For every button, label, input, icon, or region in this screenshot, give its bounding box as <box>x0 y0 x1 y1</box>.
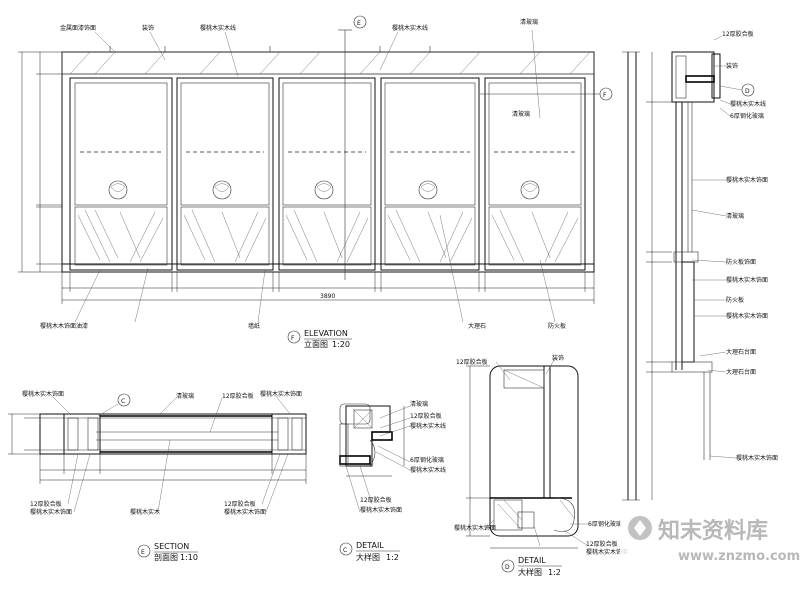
detail-c-title-scale: 1:2 <box>386 553 399 562</box>
detail-c-label-1: 12厚胶合板 <box>410 412 442 420</box>
side-label-4: 樱桃木实木饰面 <box>726 176 768 184</box>
elevation-title-marker-label: F <box>291 335 295 342</box>
detail-c-label-6: 樱桃木实木饰面 <box>360 506 402 514</box>
label-bottom-mid: 墙纸 <box>248 322 260 330</box>
detail-d-label-4: 12厚胶合板 <box>586 540 618 548</box>
side-label-9: 樱桃木实木饰面 <box>726 312 768 320</box>
detail-d-title-marker-label: D <box>505 564 510 571</box>
watermark: 知末资料库 www.znzmo.com <box>620 508 800 568</box>
detail-d-title-en: DETAIL <box>518 556 546 565</box>
label-bottom-left: 樱桃木木饰面油漆 <box>40 322 88 330</box>
elevation-title-scale: 1:20 <box>332 340 350 349</box>
side-label-10: 大理石台面 <box>726 348 756 356</box>
detail-c-title-cn: 大样图 <box>356 552 380 562</box>
detail-marker-c <box>117 393 131 407</box>
section-marker-f <box>599 87 613 101</box>
side-label-5: 清玻璃 <box>726 212 744 220</box>
label-bottom-right: 防火板 <box>548 322 566 330</box>
elevation-view: E F <box>18 15 613 349</box>
detail-c-title-marker <box>339 542 353 556</box>
section-label-top-right: 樱桃木实木饰面 <box>260 390 302 398</box>
section-marker-f-label: F <box>603 92 607 99</box>
label-top-left: 金属面漆饰面 <box>60 24 96 32</box>
detail-marker-d-label: D <box>745 88 750 95</box>
detail-marker-c-label: C <box>121 398 125 405</box>
section-label-bot-mid: 樱桃木实木 <box>130 508 160 516</box>
label-top-right: 清玻璃 <box>520 18 538 26</box>
dim-total: 3890 <box>320 293 335 300</box>
label-glass: 清玻璃 <box>512 110 530 118</box>
detail-c-view: 清玻璃 12厚胶合板 樱桃木实木线 6厚钢化玻璃 樱桃木实木线 12厚胶合板 樱… <box>339 400 446 562</box>
detail-d-title-scale: 1:2 <box>548 568 561 577</box>
section-title-scale: 1:10 <box>180 553 198 562</box>
section-label-bot-left2: 樱桃木实木饰面 <box>30 508 72 516</box>
elevation-title-en: ELEVATION <box>304 329 348 338</box>
detail-d-label-3: 樱桃木实木饰面 <box>454 524 496 532</box>
side-section-view: D 12厚胶合板 装饰 樱桃木实木线 6厚钢化玻璃 樱桃木实木饰面 清玻璃 防火… <box>622 30 778 501</box>
side-label-6: 防火板饰面 <box>726 258 756 266</box>
section-title-cn: 剖面图 <box>154 552 178 562</box>
fascia-hatch <box>69 51 591 75</box>
side-label-2: 樱桃木实木线 <box>730 100 766 108</box>
label-top-b: 樱桃木实木线 <box>200 24 236 32</box>
detail-d-label-1: 装饰 <box>552 354 564 362</box>
label-top-a: 装饰 <box>142 24 154 32</box>
detail-c-title-marker-label: C <box>343 547 347 554</box>
side-label-12: 樱桃木实木饰面 <box>736 454 778 462</box>
elevation-title-marker <box>287 330 301 344</box>
section-title-en: SECTION <box>154 542 189 551</box>
section-view: C 樱桃木实木饰面 清玻璃 <box>8 390 307 562</box>
detail-c-label-5: 12厚胶合板 <box>360 496 392 504</box>
detail-d-label-5: 樱桃木实木饰面 <box>586 548 628 556</box>
section-label-bot-left1: 12厚胶合板 <box>30 500 62 508</box>
label-bottom-center: 大理石 <box>468 322 486 330</box>
detail-c-label-2: 樱桃木实木线 <box>410 422 446 430</box>
detail-d-title-cn: 大样图 <box>518 567 542 577</box>
detail-d-label-0: 12厚胶合板 <box>456 358 488 366</box>
section-label-top-mid1: 清玻璃 <box>176 392 194 400</box>
detail-c-label-3: 6厚钢化玻璃 <box>410 456 444 464</box>
section-title-marker <box>137 544 151 558</box>
section-label-bot-right1: 12厚胶合板 <box>224 500 256 508</box>
panel-4 <box>380 77 480 271</box>
side-label-1: 装饰 <box>726 62 738 70</box>
side-label-8: 防火板 <box>726 296 744 304</box>
side-label-0: 12厚胶合板 <box>722 30 754 38</box>
side-label-11: 大理石台面 <box>726 368 756 376</box>
detail-c-label-0: 清玻璃 <box>410 400 428 408</box>
side-label-3: 6厚钢化玻璃 <box>730 112 764 120</box>
section-label-top-mid2: 12厚胶合板 <box>222 392 254 400</box>
section-marker-e-label: E <box>357 20 361 27</box>
watermark-cn: 知末资料库 <box>658 518 768 544</box>
section-label-bot-right2: 樱桃木实木饰面 <box>224 508 266 516</box>
section-marker-e <box>353 15 367 29</box>
panel-1 <box>69 77 173 271</box>
detail-c-label-4: 樱桃木实木线 <box>410 466 446 474</box>
panel-2 <box>176 77 274 271</box>
detail-d-view: 12厚胶合板 装饰 6厚钢化玻璃 樱桃木实木饰面 12厚胶合板 樱桃木实木饰面 … <box>454 354 628 577</box>
panel-3 <box>278 77 376 271</box>
detail-c-title-en: DETAIL <box>356 541 384 550</box>
panel-5 <box>484 77 586 271</box>
watermark-logo-icon <box>628 516 652 540</box>
side-label-7: 樱桃木实木饰面 <box>726 276 768 284</box>
detail-d-label-2: 6厚钢化玻璃 <box>588 520 622 528</box>
section-label-top-left: 樱桃木实木饰面 <box>22 390 64 398</box>
section-title-marker-label: E <box>141 549 145 556</box>
watermark-url: www.znzmo.com <box>678 549 800 564</box>
detail-d-title-marker <box>501 559 515 573</box>
elevation-title-cn: 立面图 <box>304 339 328 349</box>
label-top-c: 樱桃木实木线 <box>392 24 428 32</box>
